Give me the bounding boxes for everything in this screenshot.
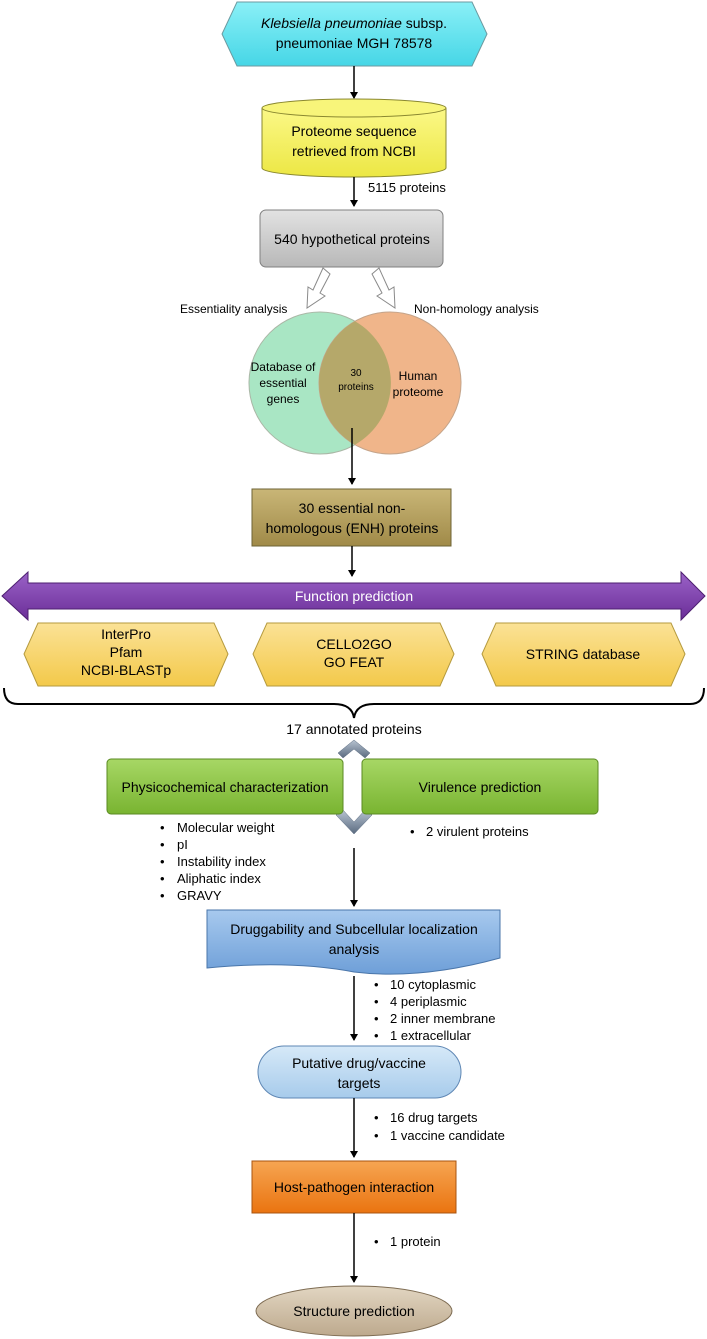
- nonhomology-analysis-label: Non-homology analysis: [414, 302, 539, 316]
- proteome-cylinder-node: [261, 98, 447, 178]
- targets-line1: Putative drug/vaccine: [292, 1055, 426, 1071]
- localization-bullet-list: • 10 cytoplasmic • 4 periplasmic • 2 inn…: [374, 977, 496, 1043]
- physico-bullet-mark: •: [160, 888, 165, 903]
- physico-bullet-mark: •: [160, 820, 165, 835]
- physico-bullet-mark: •: [160, 871, 165, 886]
- bullet-virulent-proteins: 2 virulent proteins: [426, 824, 529, 839]
- hpi-node: [251, 1160, 457, 1214]
- physico-bullet-mark: •: [160, 837, 165, 852]
- bullet-instability-index: Instability index: [177, 854, 266, 869]
- tool-cello2go-node: [252, 622, 455, 687]
- druggability-line2: analysis: [329, 941, 380, 957]
- tool-string-database: STRING database: [526, 646, 641, 662]
- organism-subsp: subsp.: [402, 15, 447, 31]
- tool-interpro-node: [23, 622, 229, 687]
- organism-genus-species: Klebsiella pneumoniae: [261, 15, 402, 31]
- function-prediction-arrow: [1, 570, 706, 622]
- overlap-unit: proteins: [338, 382, 374, 393]
- localization-bullet-mark: •: [374, 1011, 379, 1026]
- essentiality-analysis-label: Essentiality analysis: [180, 302, 287, 316]
- bullet-inner-membrane: 2 inner membrane: [390, 1011, 496, 1026]
- physicochemical-node: [106, 758, 344, 815]
- localization-bullet-mark: •: [374, 1028, 379, 1043]
- physico-bullet-mark: •: [160, 854, 165, 869]
- hpi-label: Host-pathogen interaction: [274, 1179, 434, 1195]
- enh-proteins-node: [251, 488, 452, 547]
- function-prediction-label: Function prediction: [295, 588, 413, 604]
- start-organism-node: [221, 1, 488, 67]
- start-organism-line2: pneumoniae MGH 78578: [276, 35, 433, 51]
- annotated-proteins-label: 17 annotated proteins: [286, 721, 421, 737]
- physicochemical-label: Physicochemical characterization: [122, 779, 329, 795]
- structure-prediction-node: [255, 1285, 453, 1337]
- structure-prediction-label: Structure prediction: [293, 1303, 414, 1319]
- count-5115-label: 5115 proteins: [368, 180, 446, 195]
- human-line1: Human: [399, 369, 438, 383]
- bullet-molecular-weight: Molecular weight: [177, 820, 275, 835]
- proteome-line1: Proteome sequence: [291, 123, 417, 139]
- physico-bullet-list: • Molecular weight • pI • Instability in…: [160, 820, 275, 903]
- deg-line3: genes: [267, 392, 300, 406]
- overlap-count: 30: [350, 368, 362, 379]
- bullet-pi: pI: [177, 837, 188, 852]
- tool-ncbi-blastp: NCBI-BLASTp: [81, 662, 171, 678]
- target-bullet-mark: •: [374, 1110, 379, 1125]
- chevron-up-icon: [337, 739, 371, 759]
- druggability-line1: Druggability and Subcellular localizatio…: [230, 921, 477, 937]
- tool-pfam: Pfam: [110, 644, 143, 660]
- nonhomology-hollow-arrow: [371, 267, 396, 309]
- enh-line2: homologous (ENH) proteins: [266, 520, 439, 536]
- druggability-node: [206, 909, 501, 975]
- targets-node: [257, 1045, 462, 1099]
- bullet-one-protein: 1 protein: [390, 1234, 441, 1249]
- deg-line2: essential: [259, 376, 306, 390]
- localization-bullet-mark: •: [374, 994, 379, 1009]
- venn-overlap-region: [319, 321, 391, 445]
- virulence-node: [361, 758, 599, 815]
- bullet-drug-targets: 16 drug targets: [390, 1110, 478, 1125]
- virulence-label: Virulence prediction: [419, 779, 542, 795]
- tool-string-node: [481, 622, 686, 687]
- deg-line1: Database of: [251, 360, 316, 374]
- bullet-cytoplasmic: 10 cytoplasmic: [390, 977, 476, 992]
- tool-interpro: InterPro: [101, 626, 151, 642]
- hypothetical-proteins-label: 540 hypothetical proteins: [274, 231, 430, 247]
- targets-line2: targets: [338, 1075, 381, 1091]
- localization-bullet-mark: •: [374, 977, 379, 992]
- bullet-periplasmic: 4 periplasmic: [390, 994, 467, 1009]
- bullet-extracellular: 1 extracellular: [390, 1028, 472, 1043]
- function-brace: [3, 687, 705, 719]
- bullet-aliphatic-index: Aliphatic index: [177, 871, 261, 886]
- essentiality-hollow-arrow: [306, 267, 331, 309]
- hpi-bullet-mark: •: [374, 1234, 379, 1249]
- bullet-vaccine-candidate: 1 vaccine candidate: [390, 1128, 505, 1143]
- enh-line1: 30 essential non-: [299, 500, 406, 516]
- target-bullet-mark: •: [374, 1128, 379, 1143]
- proteome-line2: retrieved from NCBI: [292, 143, 416, 159]
- tool-go-feat: GO FEAT: [324, 654, 385, 670]
- human-line2: proteome: [393, 385, 444, 399]
- virulence-bullet-mark: •: [410, 824, 415, 839]
- bullet-gravy: GRAVY: [177, 888, 222, 903]
- tool-cello2go: CELLO2GO: [316, 636, 392, 652]
- start-organism-line1: Klebsiella pneumoniae subsp.: [261, 15, 447, 31]
- hypothetical-proteins-node: [259, 209, 444, 268]
